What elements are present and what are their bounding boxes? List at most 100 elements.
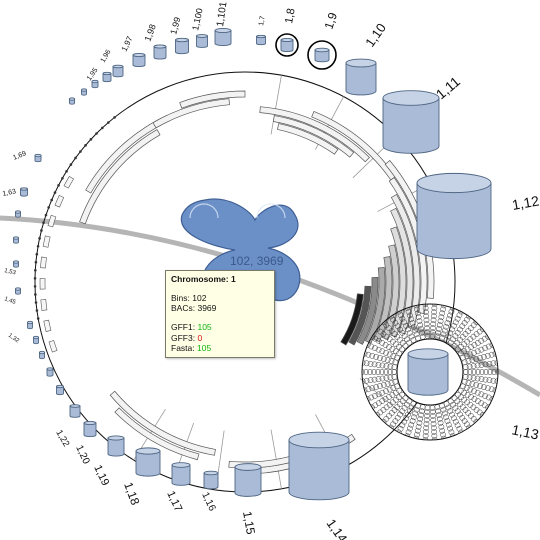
bin-node[interactable] bbox=[112, 64, 124, 78]
bin-node[interactable] bbox=[196, 34, 208, 48]
bin-node[interactable] bbox=[171, 462, 191, 486]
bin-tick[interactable] bbox=[34, 293, 37, 296]
bin-tick[interactable] bbox=[35, 309, 39, 312]
bin-tick[interactable] bbox=[53, 191, 57, 194]
bac-track-segment[interactable] bbox=[40, 299, 48, 311]
bin-tick[interactable] bbox=[38, 237, 41, 240]
bin-tick[interactable] bbox=[34, 260, 38, 264]
bin-tick[interactable] bbox=[79, 150, 82, 153]
bac-track-arc[interactable] bbox=[381, 244, 400, 341]
mesh-cell bbox=[475, 369, 481, 375]
bac-track-arc[interactable] bbox=[340, 293, 364, 346]
bin-node[interactable] bbox=[34, 153, 42, 163]
bin-node[interactable] bbox=[234, 463, 262, 497]
bac-track-arc[interactable] bbox=[390, 194, 421, 328]
bac-track-segment[interactable] bbox=[40, 256, 47, 269]
bin-tick[interactable] bbox=[74, 156, 77, 160]
selection-ring[interactable] bbox=[275, 33, 299, 57]
selection-ring[interactable] bbox=[307, 40, 337, 70]
bin-tick[interactable] bbox=[34, 268, 37, 272]
mesh-cell bbox=[445, 333, 452, 340]
bac-track-segment[interactable] bbox=[42, 235, 51, 248]
bin-tick[interactable] bbox=[84, 144, 87, 147]
bin-node[interactable] bbox=[382, 90, 440, 154]
bin-node[interactable] bbox=[135, 447, 161, 477]
mesh-cell bbox=[462, 407, 469, 413]
bac-track-arc[interactable] bbox=[272, 115, 355, 158]
bac-track-segment[interactable] bbox=[63, 176, 74, 189]
bin-tick[interactable] bbox=[89, 138, 93, 141]
mesh-cell bbox=[371, 361, 378, 368]
bin-node[interactable] bbox=[83, 420, 97, 438]
bin-node[interactable] bbox=[91, 79, 99, 89]
bin-tick[interactable] bbox=[65, 170, 68, 173]
bin-node[interactable] bbox=[132, 52, 146, 68]
bin-node[interactable] bbox=[407, 348, 449, 396]
bac-track-segment[interactable] bbox=[47, 214, 57, 228]
bin-node[interactable] bbox=[256, 34, 266, 46]
bin-node[interactable] bbox=[102, 71, 112, 83]
bin-tick[interactable] bbox=[36, 317, 40, 320]
bin-tick[interactable] bbox=[42, 221, 45, 225]
bin-tick[interactable] bbox=[36, 244, 40, 248]
bac-track-segment[interactable] bbox=[48, 340, 58, 353]
bin-node[interactable] bbox=[69, 97, 75, 105]
bin-tick[interactable] bbox=[95, 132, 98, 135]
bac-track-arc[interactable] bbox=[179, 90, 246, 109]
bin-node[interactable] bbox=[27, 320, 33, 330]
bin-node[interactable] bbox=[214, 27, 232, 47]
bac-track-arc[interactable] bbox=[259, 106, 370, 163]
bac-track-arc[interactable] bbox=[348, 285, 372, 346]
bin-node[interactable] bbox=[46, 367, 54, 377]
mesh-cell bbox=[445, 421, 452, 428]
bin-node[interactable] bbox=[81, 88, 87, 96]
bin-tick[interactable] bbox=[101, 126, 104, 130]
bac-track-arc[interactable] bbox=[356, 276, 379, 345]
bin-node[interactable] bbox=[69, 404, 81, 418]
bin-node[interactable] bbox=[13, 236, 19, 244]
bin-node[interactable] bbox=[314, 47, 330, 63]
bin-node[interactable] bbox=[280, 37, 294, 53]
bin-tick[interactable] bbox=[40, 229, 43, 232]
bin-tick[interactable] bbox=[34, 301, 38, 304]
bac-track-segment[interactable] bbox=[43, 319, 52, 332]
bin-node[interactable] bbox=[416, 172, 492, 260]
bin-tick[interactable] bbox=[35, 252, 39, 256]
mesh-cell bbox=[466, 374, 473, 381]
bin-tick[interactable] bbox=[69, 163, 73, 166]
bac-track-arc[interactable] bbox=[114, 407, 200, 461]
bin-node[interactable] bbox=[345, 58, 377, 96]
bin-tick[interactable] bbox=[57, 184, 60, 187]
bin-tick[interactable] bbox=[47, 206, 50, 209]
bin-tick[interactable] bbox=[50, 198, 53, 202]
mesh-cell bbox=[405, 429, 412, 436]
bin-label: 1,8 bbox=[283, 7, 297, 24]
bac-track-arc[interactable] bbox=[364, 266, 386, 344]
bin-node[interactable] bbox=[39, 350, 45, 360]
bac-track-segment[interactable] bbox=[39, 278, 46, 290]
bac-track-arc[interactable] bbox=[373, 256, 393, 343]
bin-node[interactable] bbox=[20, 187, 28, 197]
bac-track-arc[interactable] bbox=[152, 98, 230, 129]
bin-tick[interactable] bbox=[33, 277, 37, 280]
bin-tick[interactable] bbox=[61, 176, 64, 180]
bin-node[interactable] bbox=[203, 470, 219, 490]
bin-tick[interactable] bbox=[113, 116, 116, 119]
bin-node[interactable] bbox=[56, 384, 64, 396]
bin-node[interactable] bbox=[288, 431, 350, 501]
bin-tick[interactable] bbox=[33, 285, 37, 288]
bac-track-arc[interactable] bbox=[79, 129, 161, 225]
bin-node[interactable] bbox=[13, 260, 19, 268]
bin-node[interactable] bbox=[15, 287, 21, 295]
bin-node[interactable] bbox=[33, 335, 39, 345]
bin-tick[interactable] bbox=[107, 121, 110, 124]
bin-node[interactable] bbox=[107, 435, 125, 457]
bac-track-arc[interactable] bbox=[277, 123, 339, 155]
bin-node[interactable] bbox=[175, 37, 189, 55]
bin-node[interactable] bbox=[153, 44, 167, 60]
mesh-cell bbox=[424, 325, 430, 331]
bin-tick[interactable] bbox=[44, 213, 48, 217]
bac-track-segment[interactable] bbox=[54, 194, 65, 208]
bac-track-arc[interactable] bbox=[109, 390, 216, 456]
bin-node[interactable] bbox=[15, 210, 21, 218]
